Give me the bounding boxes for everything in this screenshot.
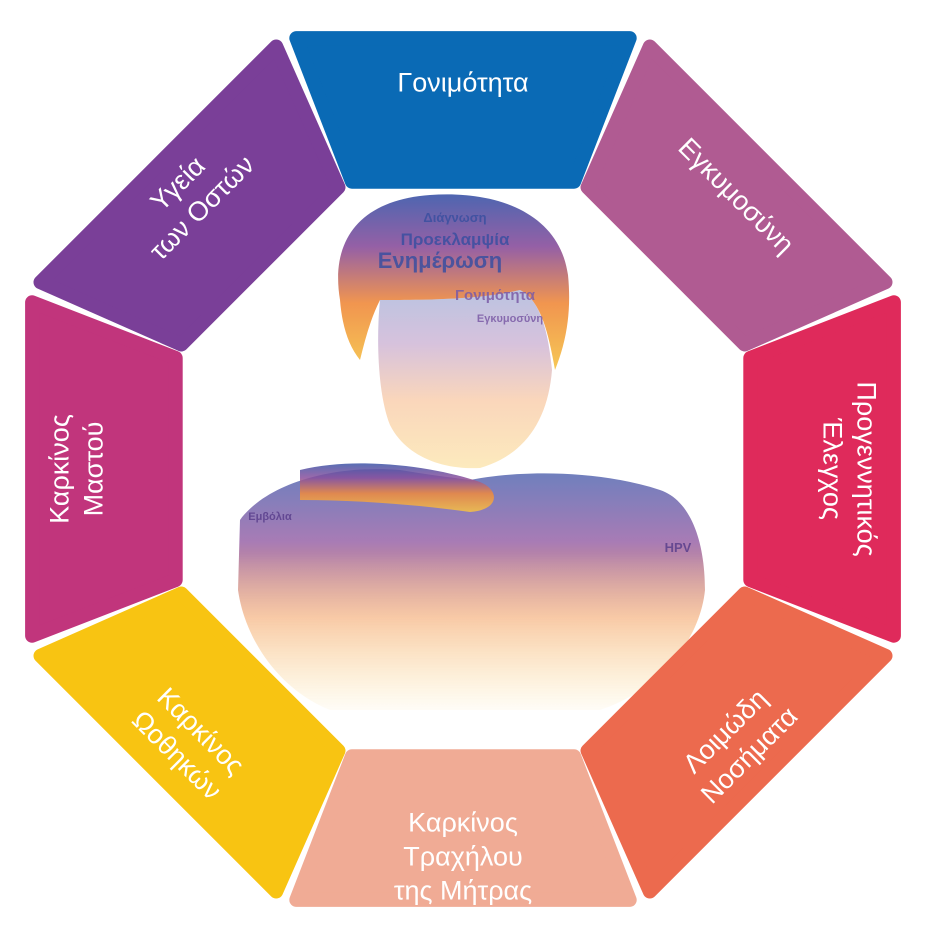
segment-label: Καρκίνος (45, 414, 75, 524)
segment-shape (743, 295, 901, 643)
segment-shape (289, 31, 637, 189)
segment-label: Γονιμότητα (397, 68, 528, 98)
segment-shape (33, 39, 346, 352)
portrait-illustration: ΔιάγνωσηΠροεκλαμψίαΕνημέρωσηΓονιμότηταΕγ… (238, 194, 705, 710)
portrait-body (238, 469, 705, 710)
segment-label: Έλεγχος (817, 417, 847, 520)
segment-shape (33, 586, 346, 899)
segment-label: Τραχήλου (403, 842, 523, 872)
portrait-word: HPV (665, 540, 692, 555)
segment-shape (580, 39, 893, 352)
portrait-word: Ενημέρωση (378, 248, 502, 273)
segment-label: Προγεννητικός (851, 381, 881, 556)
segment-label: Μαστού (79, 422, 109, 517)
portrait-arm (300, 463, 494, 512)
segment-label: Καρκίνος (408, 808, 518, 838)
segment-fertility[interactable]: Γονιμότητα (289, 31, 637, 189)
portrait-word: Γονιμότητα (455, 287, 536, 304)
segment-shape (580, 586, 893, 899)
segment-pregnancy[interactable]: Εγκυμοσύνη (580, 39, 893, 352)
portrait-hair (338, 194, 570, 370)
portrait-word: Εγκυμοσύνη (477, 313, 543, 325)
segment-shape (289, 749, 637, 907)
portrait-word: Διάγνωση (423, 210, 486, 225)
portrait-face (378, 290, 552, 469)
segment-shape (25, 295, 183, 643)
segment-label: της Μήτρας (394, 876, 532, 906)
portrait-word: Προεκλαμψία (401, 230, 510, 249)
portrait-word: Εμβόλια (248, 511, 292, 523)
